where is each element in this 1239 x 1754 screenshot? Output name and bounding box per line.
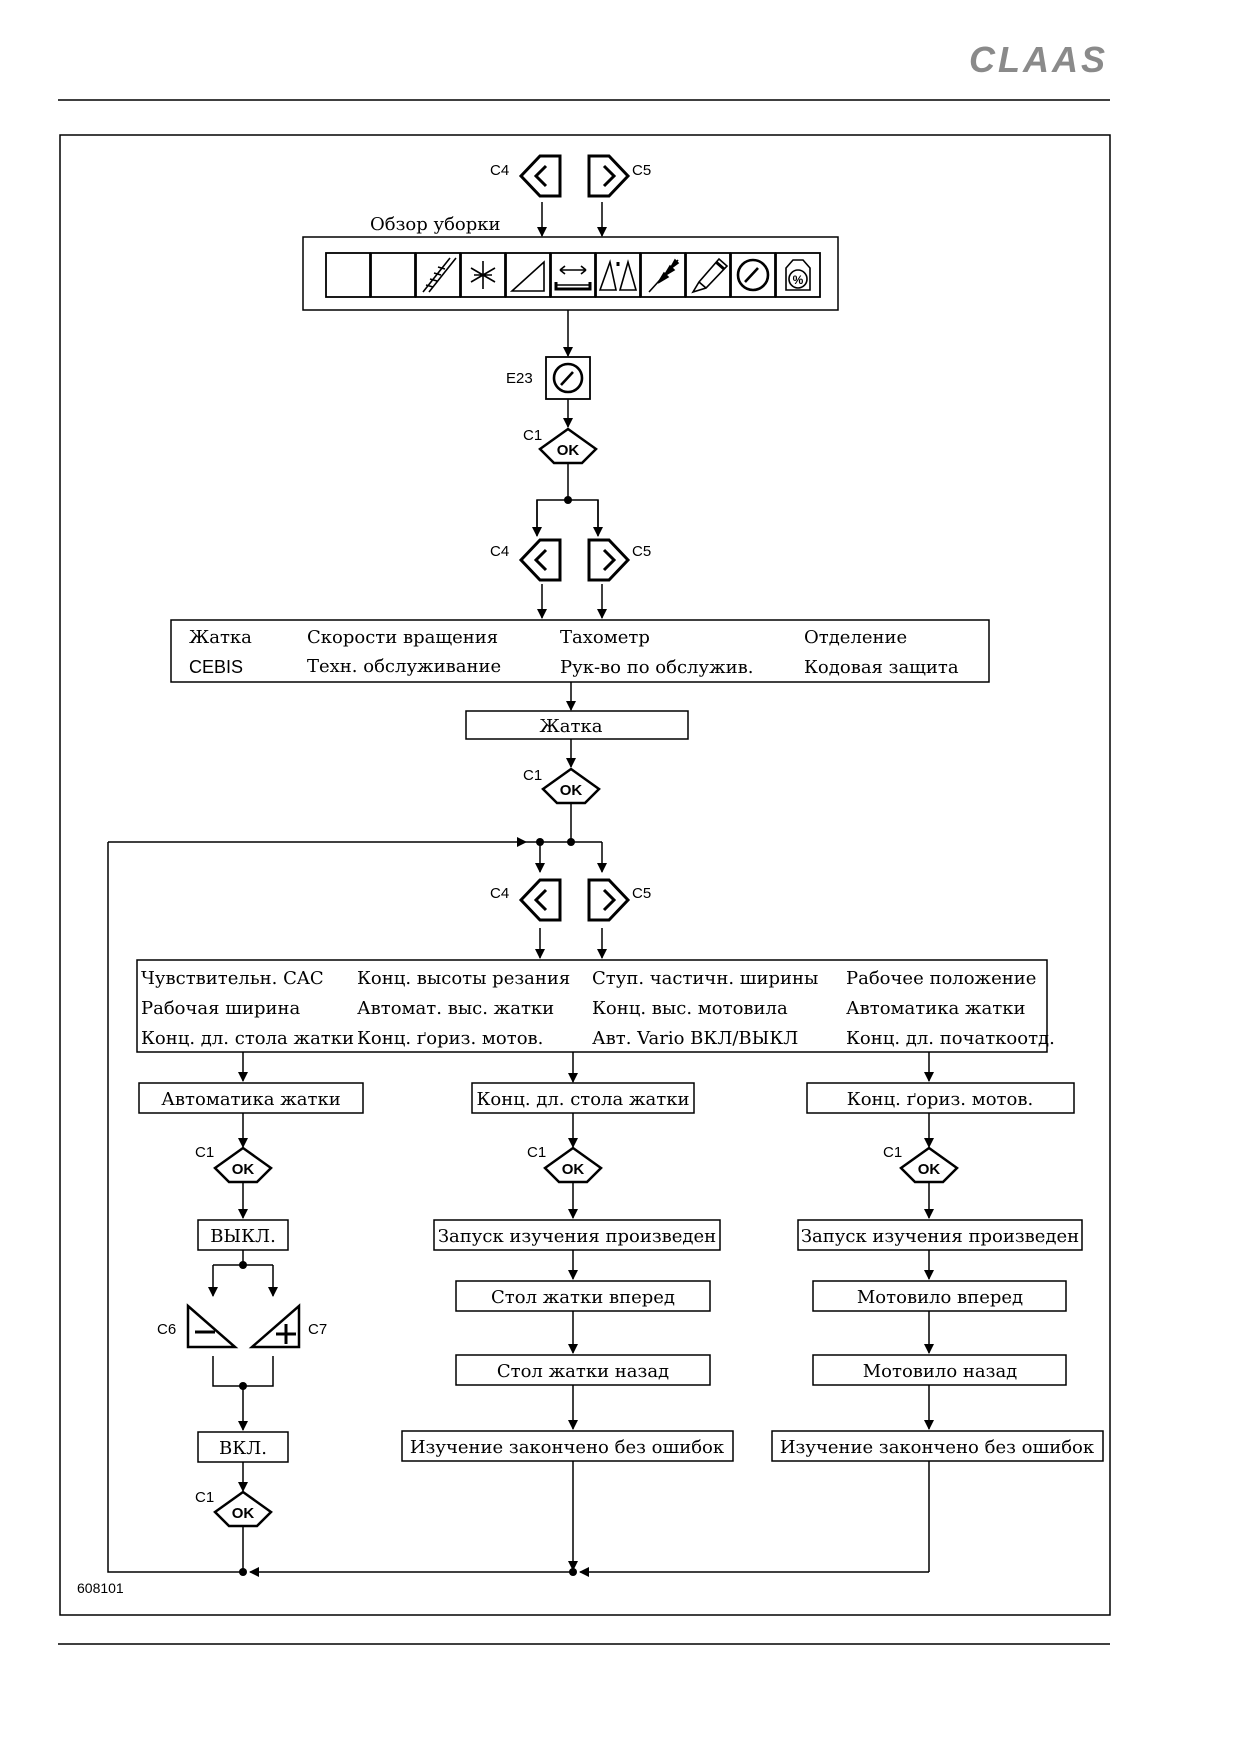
c1-label-middle: C1 [527,1144,546,1161]
menu-item-code-protection[interactable]: Кодовая защита [804,657,959,678]
main-menu-box [170,619,990,683]
right-branch-title-box [806,1082,1075,1114]
middle-step-3-box [455,1354,711,1386]
c5-label-top: C5 [632,162,651,179]
menu-item-maintenance[interactable]: Техн. обслуживание [307,656,501,677]
submenu-table-length-limit[interactable]: Конц. дл. стола жатки [141,1028,354,1049]
middle-step-2-box [455,1280,711,1312]
empty-slot-1[interactable] [325,252,371,298]
middle-branch-title-box [471,1082,695,1114]
left-branch-title: Автоматика жатки [161,1089,340,1110]
right-step-3: Мотовило назад [863,1361,1018,1382]
right-step-2-box [812,1280,1067,1312]
c1-label-right: C1 [883,1144,902,1161]
middle-step-2: Стол жатки вперед [491,1287,675,1308]
off-state-label: ВЫКЛ. [210,1226,276,1247]
figure-frame [59,134,1111,1616]
middle-step-4: Изучение закончено без ошибок [410,1437,725,1458]
svg-text:OK: OK [232,1505,255,1522]
c5-label-2: C5 [632,543,651,560]
percent-glyph: % [793,273,804,287]
figure-id: 608101 [77,1580,124,1596]
svg-text:OK: OK [918,1161,941,1178]
c5-label-3: C5 [632,885,651,902]
on-state-label: ВКЛ. [219,1438,267,1459]
submenu-cut-height-limit[interactable]: Конц. высоты резания [357,968,570,989]
c6-label: C6 [157,1321,176,1338]
c6-minus-key[interactable] [186,1303,239,1349]
submenu-reel-horiz-limit[interactable]: Конц. ґориз. мотов. [357,1028,543,1049]
ok-key-left-2[interactable]: OK [213,1490,273,1528]
right-step-3-box [812,1354,1067,1386]
menu-item-tachometer[interactable]: Тахометр [560,627,650,648]
left-branch-title-box [138,1082,364,1114]
submenu-cac-sensitivity[interactable]: Чувствительн. CAC [141,968,324,989]
harvest-overview-bar [302,236,839,311]
menu-item-service-manual[interactable]: Рук-во по обслужив. [560,657,753,678]
submenu-divider-length-limit[interactable]: Конц. дл. початкоотд. [846,1028,1055,1049]
right-step-1-box [797,1219,1083,1251]
svg-text:OK: OK [557,442,580,459]
middle-step-3: Стол жатки назад [497,1361,669,1382]
ok-key-right[interactable]: OK [899,1146,959,1184]
ok-key-2[interactable]: OK [541,767,601,805]
submenu-auto-vario[interactable]: Авт. Vario ВКЛ/ВЫКЛ [592,1028,798,1049]
c4-label-3: C4 [490,885,509,902]
middle-step-1: Запуск изучения произведен [438,1226,716,1247]
submenu-auto-header-height[interactable]: Автомат. выс. жатки [357,998,554,1019]
right-step-4-box [771,1430,1104,1462]
c4-label-2: C4 [490,543,509,560]
svg-text:OK: OK [232,1161,255,1178]
submenu-partial-width-steps[interactable]: Ступ. частичн. ширины [592,968,818,989]
right-step-4: Изучение закончено без ошибок [780,1437,1095,1458]
ok-key-left-1[interactable]: OK [213,1146,273,1184]
c4-key-3[interactable] [518,878,562,922]
right-step-1: Запуск изучения произведен [801,1226,1079,1247]
harvest-overview-label: Обзор уборки [370,214,501,235]
menu-item-separation[interactable]: Отделение [804,627,907,648]
middle-step-1-box [433,1219,721,1251]
menu-item-speeds[interactable]: Скорости вращения [307,627,498,648]
svg-text:OK: OK [560,782,583,799]
submenu-reel-height-limit[interactable]: Конц. выс. мотовила [592,998,788,1019]
menu-item-cebis[interactable]: CEBIS [189,657,243,677]
c1-label-1: C1 [523,427,542,444]
cutter-bar-icon[interactable] [415,252,461,298]
right-step-2: Мотовило вперед [857,1287,1023,1308]
c1-label-left-1: C1 [195,1144,214,1161]
pencil-icon[interactable] [685,252,731,298]
c7-plus-key[interactable] [248,1303,301,1349]
c4-key-2[interactable] [518,538,562,582]
submenu-working-width[interactable]: Рабочая ширина [141,998,300,1019]
empty-slot-2[interactable] [370,252,416,298]
selected-header-box [465,710,689,740]
ok-key-middle[interactable]: OK [543,1146,603,1184]
c1-label-left-2: C1 [195,1489,214,1506]
middle-step-4-box [401,1430,734,1462]
menu-item-header[interactable]: Жатка [189,627,252,648]
claas-logo: CLAAS [969,39,1108,80]
svg-text:OK: OK [562,1161,585,1178]
c5-key-3[interactable] [587,878,631,922]
c4-key-top[interactable] [518,154,562,198]
c5-key-top[interactable] [587,154,631,198]
submenu-header-automatic[interactable]: Автоматика жатки [846,998,1025,1019]
e23-speedometer-key[interactable] [545,356,591,400]
submenu-working-position[interactable]: Рабочее положение [846,968,1036,989]
selected-header-label: Жатка [540,716,603,737]
ok-key-1[interactable]: OK [538,427,598,465]
right-branch-title: Конц. ґориз. мотов. [847,1089,1033,1110]
middle-branch-title: Конц. дл. стола жатки [476,1089,689,1110]
c1-label-2: C1 [523,767,542,784]
c5-key-2[interactable] [587,538,631,582]
c4-label-top: C4 [490,162,509,179]
header-submenu-box [136,959,1048,1053]
c7-label: C7 [308,1321,327,1338]
e23-label: E23 [506,370,533,387]
